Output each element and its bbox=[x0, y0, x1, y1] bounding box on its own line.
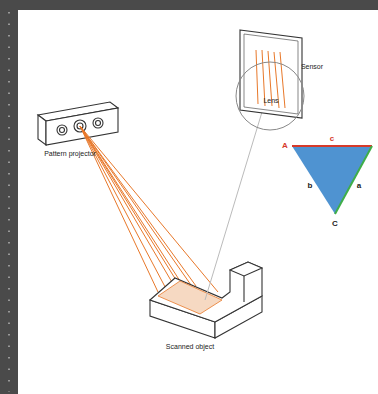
sensor bbox=[236, 30, 304, 130]
projector bbox=[38, 102, 118, 145]
part-label: Scanned object bbox=[166, 343, 214, 350]
part-label: Sensor bbox=[301, 63, 323, 70]
vertex-label: A bbox=[282, 142, 288, 150]
vertex-label: C bbox=[332, 220, 338, 228]
side-label: a bbox=[357, 182, 361, 190]
dotted-strip bbox=[8, 12, 9, 392]
reflected-ray bbox=[205, 112, 262, 300]
side-label: b bbox=[308, 182, 313, 190]
side-label: c bbox=[330, 135, 334, 143]
panel bbox=[18, 10, 378, 394]
projected-pattern bbox=[158, 281, 222, 314]
triangulation-triangle bbox=[292, 146, 372, 214]
part-label: Pattern projector bbox=[44, 150, 96, 157]
part-label: Lens bbox=[263, 97, 278, 104]
scanned-object bbox=[150, 262, 262, 338]
